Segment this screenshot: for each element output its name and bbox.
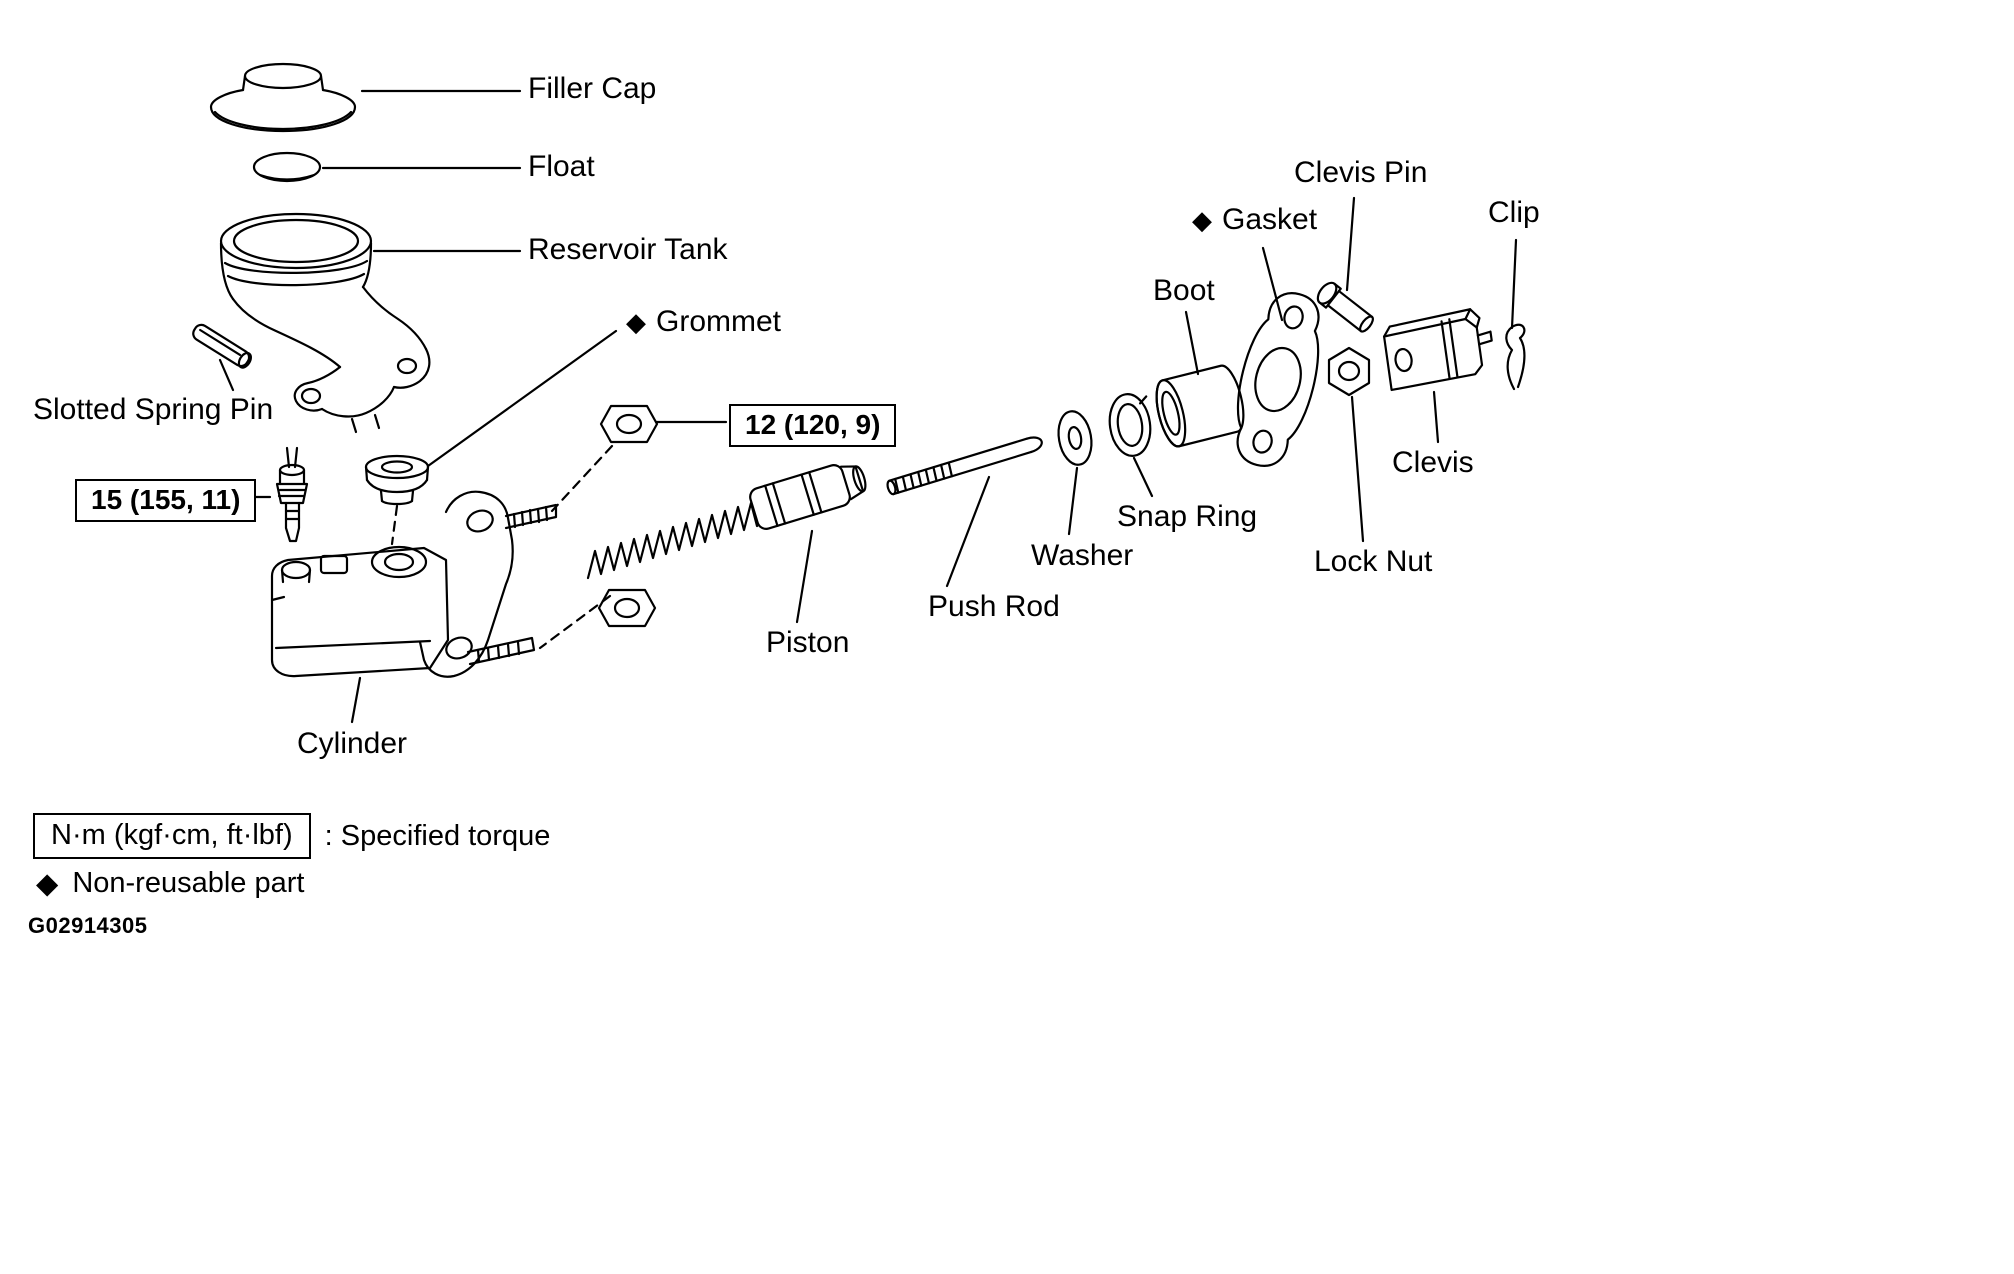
slotted-spring-pin-part <box>192 323 252 369</box>
reservoir-tank-part <box>219 212 431 434</box>
assembly-dashed-lines <box>390 444 614 650</box>
label-snap-ring: Snap Ring <box>1117 500 1258 533</box>
non-reusable-icon: ◆ <box>36 868 59 900</box>
push-rod-part <box>886 436 1043 496</box>
torque-units-box: N·m (kgf·cm, ft·lbf) <box>33 813 311 859</box>
washer-part <box>1057 410 1093 466</box>
stud-upper <box>504 503 558 530</box>
label-clip: Clip <box>1488 196 1540 229</box>
non-reusable-legend: ◆ Non-reusable part <box>36 866 304 901</box>
label-filler-cap: Filler Cap <box>528 72 657 105</box>
clevis-part <box>1382 308 1493 392</box>
label-slotted-spring-pin: Slotted Spring Pin <box>33 393 274 426</box>
torque-legend-caption: : Specified torque <box>324 819 551 852</box>
label-gasket-text: Gasket <box>1222 203 1318 236</box>
non-reusable-icon: ◆ <box>626 307 646 337</box>
filler-cap-part <box>209 62 357 133</box>
torque-spec-nut: 12 (120, 9) <box>729 404 897 447</box>
label-boot: Boot <box>1153 274 1215 307</box>
torque-legend: N·m (kgf·cm, ft·lbf) : Specified torque <box>33 813 550 859</box>
label-clevis: Clevis <box>1392 446 1474 479</box>
label-cylinder: Cylinder <box>297 727 408 760</box>
snap-ring-part <box>1108 393 1152 457</box>
piston-spring-part <box>586 501 759 580</box>
torque-spec-fitting: 15 (155, 11) <box>75 479 257 522</box>
label-float: Float <box>528 150 595 183</box>
label-clevis-pin: Clevis Pin <box>1294 156 1428 189</box>
label-grommet-text: Grommet <box>656 305 782 338</box>
non-reusable-caption: Non-reusable part <box>72 867 305 899</box>
label-piston: Piston <box>766 626 850 659</box>
label-reservoir-tank: Reservoir Tank <box>528 233 728 266</box>
grommet-part <box>364 454 430 506</box>
label-push-rod: Push Rod <box>928 590 1060 623</box>
clevis-pin-part <box>1316 281 1374 333</box>
non-reusable-icon: ◆ <box>1192 205 1212 235</box>
figure-id: G02914305 <box>28 913 148 938</box>
boot-part <box>1155 364 1245 448</box>
gasket-part <box>1236 292 1320 467</box>
nut-upper-part <box>599 404 659 444</box>
float-part <box>252 151 322 183</box>
cylinder-part <box>270 490 558 678</box>
clip-part <box>1505 323 1526 391</box>
bleeder-fitting-part <box>275 446 309 543</box>
piston-part <box>749 464 867 530</box>
label-gasket: ◆ Gasket <box>1192 204 1317 236</box>
stud-lower <box>466 636 536 666</box>
label-lock-nut: Lock Nut <box>1314 545 1433 578</box>
label-washer: Washer <box>1031 539 1134 572</box>
nut-lower-part <box>597 588 657 628</box>
label-grommet: ◆ Grommet <box>626 306 781 338</box>
lock-nut-part <box>1327 346 1371 397</box>
